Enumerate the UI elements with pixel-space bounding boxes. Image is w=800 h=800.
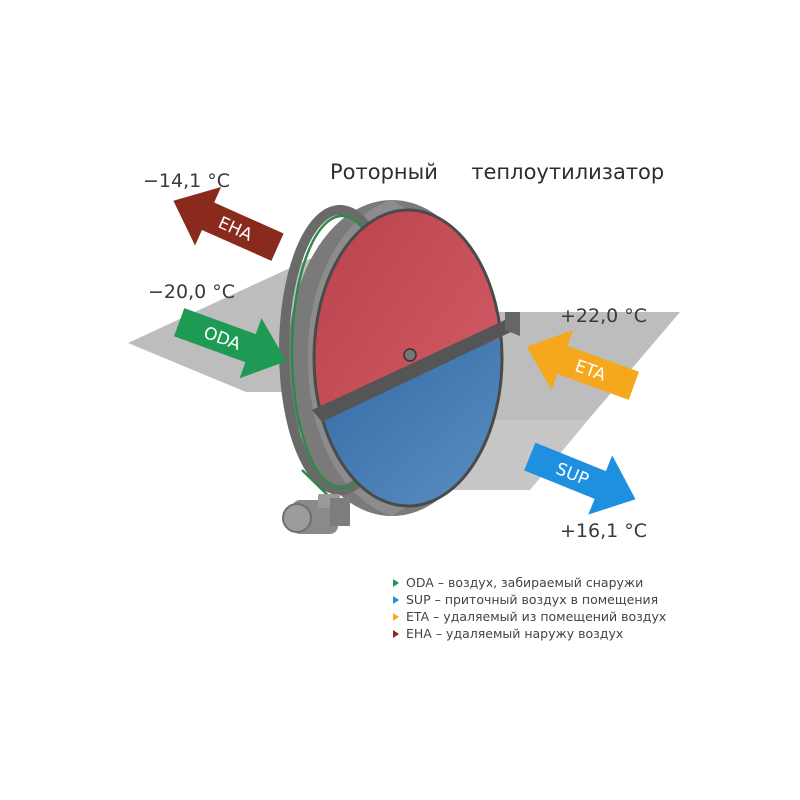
legend-text: ETA – удаляемый из помещений воздух [406, 609, 667, 624]
eta-arrow-shape [526, 329, 639, 400]
partition-beam [312, 320, 515, 422]
motor-end-cap [282, 503, 312, 533]
eha-arrow: EHA [173, 187, 284, 261]
legend-text: ODA – воздух, забираемый снаружи [406, 575, 644, 590]
wheel-face-bottom-sector [314, 330, 502, 506]
legend-marker-icon [393, 578, 399, 587]
oda-arrow-shape [174, 308, 287, 379]
legend-item-eta: ETA – удаляемый из помещений воздух [393, 608, 666, 625]
wheel-face-rim [312, 208, 504, 508]
legend-text: SUP – приточный воздух в помещения [406, 592, 659, 607]
partition-beam-end [505, 312, 520, 336]
sup-temperature: +16,1 °C [560, 520, 648, 542]
legend-marker-icon [393, 595, 399, 604]
legend-item-oda: ODA – воздух, забираемый снаружи [393, 574, 666, 591]
wheel-hub [403, 348, 417, 362]
sup-arrow-shape [524, 442, 636, 515]
eha-arrow-shape [173, 187, 284, 261]
eta-temperature: +22,0 °C [560, 305, 648, 327]
motor-mount [330, 498, 350, 526]
eha-temperature: −14,1 °C [143, 170, 231, 192]
legend-marker-icon [393, 629, 399, 638]
oda-temperature: −20,0 °C [148, 281, 236, 303]
diagram-title: Роторный теплоутилизатор [330, 160, 665, 184]
drive-motor [282, 494, 350, 534]
legend-marker-icon [393, 612, 399, 621]
legend-item-sup: SUP – приточный воздух в помещения [393, 591, 666, 608]
wheel-face [314, 210, 502, 506]
legend: ODA – воздух, забираемый снаружи SUP – п… [393, 574, 666, 642]
eta-arrow: ETA [526, 329, 639, 400]
legend-item-eha: EHA – удаляемый наружу воздух [393, 625, 666, 642]
legend-text: EHA – удаляемый наружу воздух [406, 626, 624, 641]
